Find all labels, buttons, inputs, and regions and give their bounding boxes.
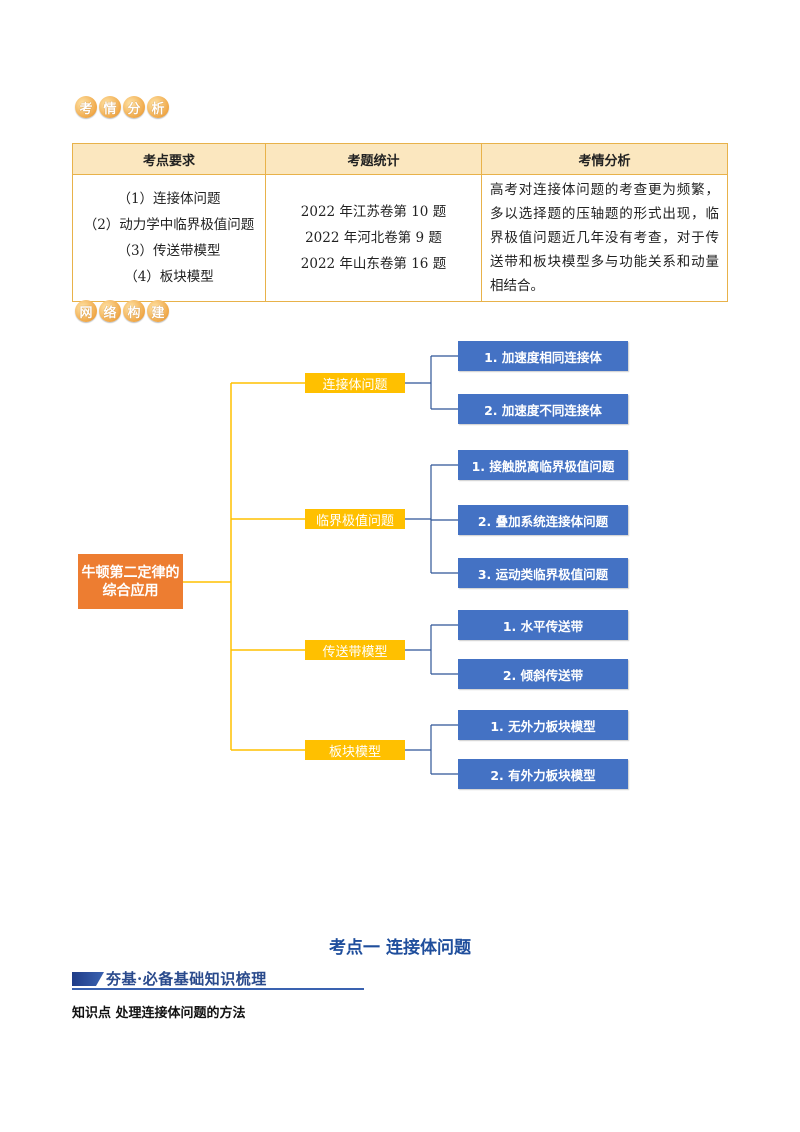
- leaf-node: 2. 倾斜传送带: [458, 659, 628, 689]
- banner-underline: [72, 988, 364, 990]
- badge-network-construction: 网 络 构 建: [75, 300, 169, 322]
- requirement-item: （4）板块模型: [124, 269, 214, 285]
- knowledge-point-title: 知识点 处理连接体问题的方法: [72, 1006, 246, 1021]
- stat-item: 2022 年江苏卷第 10 题: [300, 204, 447, 220]
- requirement-item: （3）传送带模型: [117, 243, 221, 259]
- leaf-node: 1. 接触脱离临界极值问题: [458, 450, 628, 480]
- root-line: 综合应用: [102, 582, 159, 599]
- leaf-node: 2. 叠加系统连接体问题: [458, 505, 628, 535]
- exam-analysis-table: 考点要求 考题统计 考情分析 （1）连接体问题 （2）动力学中临界极值问题 （3…: [72, 143, 728, 302]
- column-header: 考题统计: [265, 143, 482, 175]
- stat-item: 2022 年山东卷第 16 题: [300, 256, 447, 272]
- column-header: 考情分析: [481, 143, 728, 175]
- table-header-row: 考点要求 考题统计 考情分析: [72, 143, 728, 175]
- badge-char: 考: [75, 96, 97, 118]
- badge-char: 分: [123, 96, 145, 118]
- section-title: 考点一 连接体问题: [329, 938, 471, 958]
- mindmap-root: 牛顿第二定律的综合应用: [78, 554, 183, 609]
- leaf-node: 2. 有外力板块模型: [458, 759, 628, 789]
- branch-node: 板块模型: [305, 740, 405, 760]
- badge-char: 构: [123, 300, 145, 322]
- leaf-node: 1. 水平传送带: [458, 610, 628, 640]
- requirement-item: （1）连接体问题: [117, 191, 221, 207]
- root-connectors: [183, 382, 305, 751]
- banner-accent: [72, 972, 104, 986]
- requirements-cell: （1）连接体问题 （2）动力学中临界极值问题 （3）传送带模型 （4）板块模型: [72, 174, 266, 302]
- subheading-text: 夯基·必备基础知识梳理: [106, 970, 267, 988]
- badge-char: 络: [99, 300, 121, 322]
- leaf-connectors: [405, 355, 458, 775]
- leaf-node: 1. 无外力板块模型: [458, 710, 628, 740]
- badge-char: 网: [75, 300, 97, 322]
- leaf-node: 3. 运动类临界极值问题: [458, 558, 628, 588]
- leaf-node: 2. 加速度不同连接体: [458, 394, 628, 424]
- column-header: 考点要求: [72, 143, 266, 175]
- root-line: 牛顿第二定律的: [81, 564, 180, 581]
- subheading-banner: 夯基·必备基础知识梳理: [72, 968, 364, 990]
- badge-char: 析: [147, 96, 169, 118]
- badge-char: 情: [99, 96, 121, 118]
- badge-char: 建: [147, 300, 169, 322]
- stat-item: 2022 年河北卷第 9 题: [305, 230, 442, 246]
- stats-cell: 2022 年江苏卷第 10 题 2022 年河北卷第 9 题 2022 年山东卷…: [265, 174, 482, 302]
- leaf-node: 1. 加速度相同连接体: [458, 341, 628, 371]
- mindmap-connectors: [183, 355, 458, 775]
- table-row: （1）连接体问题 （2）动力学中临界极值问题 （3）传送带模型 （4）板块模型 …: [72, 174, 728, 302]
- analysis-cell: 高考对连接体问题的考查更为频繁，多以选择题的压轴题的形式出现，临界极值问题近几年…: [481, 174, 728, 302]
- branch-node: 传送带模型: [305, 640, 405, 660]
- branch-node: 连接体问题: [305, 373, 405, 393]
- branch-node: 临界极值问题: [305, 509, 405, 529]
- badge-exam-analysis: 考 情 分 析: [75, 96, 169, 118]
- requirement-item: （2）动力学中临界极值问题: [83, 217, 255, 233]
